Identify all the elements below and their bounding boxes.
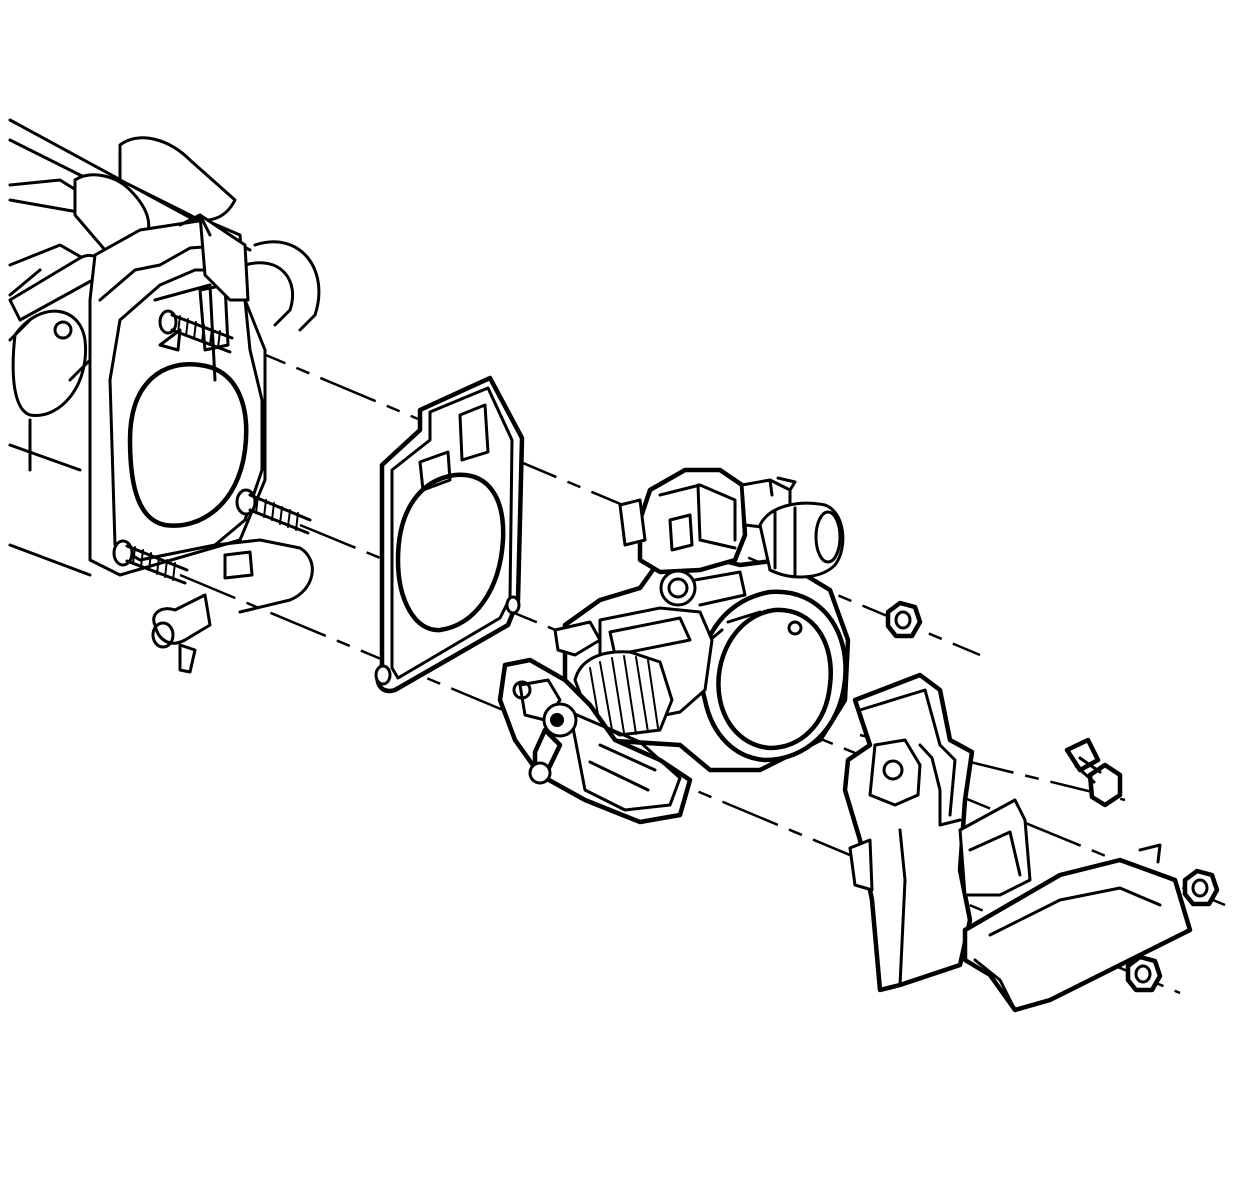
throttle-cable-bracket [842, 672, 1193, 1013]
stud-lower [112, 539, 189, 585]
stud-upper [158, 309, 234, 354]
nuts [885, 600, 1220, 993]
intake-manifold [8, 118, 321, 674]
nut-middle [1182, 868, 1220, 907]
mounting-studs [112, 309, 312, 585]
stud-middle [235, 488, 312, 535]
throttle-body [497, 467, 851, 825]
nut-upper [885, 600, 923, 639]
throttle-body-gasket [374, 375, 525, 694]
bolt [1064, 737, 1123, 808]
nut-lower [1125, 954, 1163, 993]
